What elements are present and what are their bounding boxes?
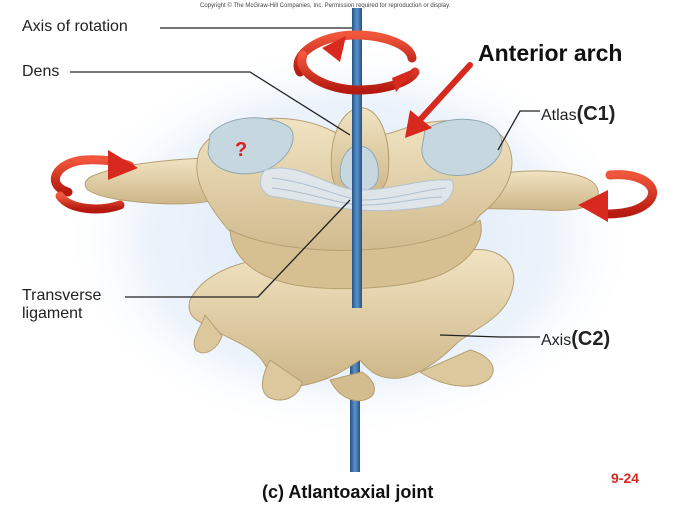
question-mark: ? — [235, 139, 248, 161]
rotation-arrow-icon — [51, 150, 138, 214]
label-transverse-ligament-line2: ligament — [22, 305, 83, 323]
page-number: 9-24 — [611, 470, 640, 486]
figure-caption: (c) Atlantoaxial joint — [262, 482, 434, 502]
label-transverse-ligament: Transverse ligament — [22, 287, 101, 324]
leader-lines — [70, 27, 540, 338]
label-axis-code: (C2) — [571, 328, 611, 350]
label-atlas: Atlas(C1) — [541, 103, 615, 126]
label-axis: Axis(C2) — [541, 328, 610, 351]
rotation-arrow-icon — [578, 170, 657, 222]
label-anterior-arch: Anterior arch — [478, 40, 623, 66]
copyright-notice: Copyright © The McGraw-Hill Companies, I… — [200, 3, 451, 9]
rotation-arrow-icon — [293, 30, 420, 95]
label-atlas-name: Atlas — [541, 107, 577, 124]
atlas-c1-vertebra — [84, 117, 599, 290]
label-dens: Dens — [22, 63, 60, 80]
label-transverse-ligament-line1: Transverse — [22, 287, 102, 304]
label-axis-name: Axis — [541, 332, 572, 349]
label-atlas-code: (C1) — [576, 103, 616, 125]
axis-rod-upper — [352, 8, 362, 308]
leader-dens — [70, 71, 351, 136]
leader-atlas — [497, 110, 540, 151]
label-axis-of-rotation: Axis of rotation — [22, 18, 128, 35]
pointer-arrow-icon — [405, 62, 473, 138]
leader-transverse-ligament — [125, 199, 351, 298]
leader-axis — [439, 334, 540, 338]
